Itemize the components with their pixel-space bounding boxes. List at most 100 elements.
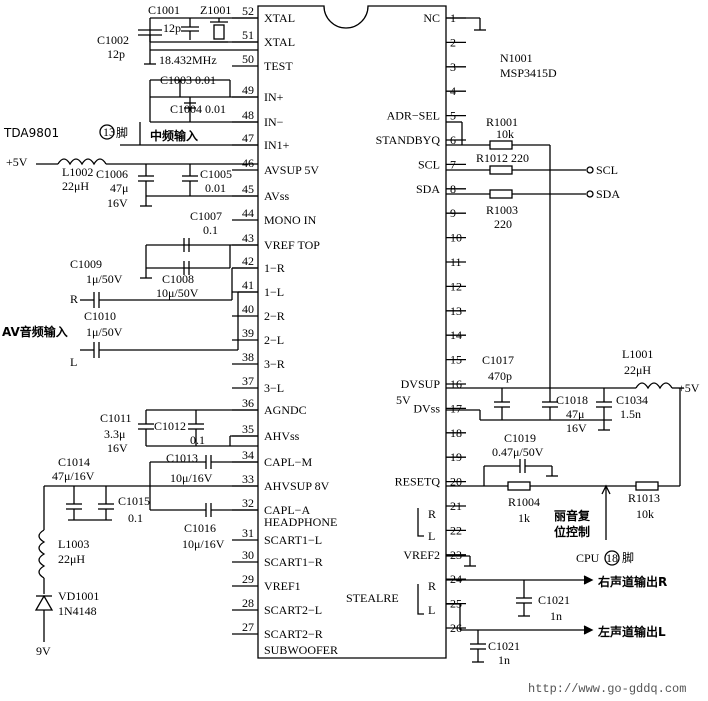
r1004 xyxy=(507,481,531,491)
left-pin-name: 1−R xyxy=(264,261,285,275)
c1019-ref: C1019 xyxy=(504,431,536,445)
left-pin-number: 28 xyxy=(242,596,254,610)
l1003-val: 22μH xyxy=(58,552,85,566)
nine-v: 9V xyxy=(36,644,51,658)
right-pin-name: ADR−SEL xyxy=(387,109,440,123)
right-pin-name: DVss xyxy=(413,401,440,415)
reset-ctrl-2: 位控制 xyxy=(554,524,590,539)
left-pin-number: 38 xyxy=(242,350,254,364)
left-pin-name: 2−R xyxy=(264,309,285,323)
l1003-ref: L1003 xyxy=(58,537,89,551)
vd1001-val: 1N4148 xyxy=(58,604,97,618)
cpu-pin: 18 xyxy=(606,551,618,565)
c1003-label: C1003 0.01 xyxy=(160,73,216,87)
c1014-val: 47μ/16V xyxy=(52,469,95,483)
left-pin-number: 47 xyxy=(242,131,254,145)
c1015-val: 0.1 xyxy=(128,511,143,525)
left-pin-number: 42 xyxy=(242,254,254,268)
plus5v-left: +5V xyxy=(6,155,28,169)
c1009-ref: C1009 xyxy=(70,257,102,271)
c1012-val: 0.1 xyxy=(190,433,205,447)
left-pin-number: 30 xyxy=(242,548,254,562)
left-pin-name: AVss xyxy=(264,189,289,203)
tda-pin-circle xyxy=(99,124,115,140)
right-pin-number: 2 xyxy=(450,35,456,49)
cpu-suffix: 脚 xyxy=(622,550,634,565)
av-input-label: AV音频输入 xyxy=(2,324,68,339)
sda-label: SDA xyxy=(596,187,620,201)
c1019-val: 0.47μ/50V xyxy=(492,445,544,459)
right-pin-number: 10 xyxy=(450,231,462,245)
r1012-label: R1012 220 xyxy=(476,151,529,165)
right-pin-number: 23 xyxy=(450,548,462,562)
c1002-ref: C1002 xyxy=(97,33,129,47)
left-pin-name: IN+ xyxy=(264,90,284,104)
c1018-ref: C1018 xyxy=(556,393,588,407)
left-pin-name: AGNDC xyxy=(264,403,307,417)
ic-body xyxy=(257,5,447,659)
left-pin-number: 50 xyxy=(242,52,254,66)
left-pin-number: 29 xyxy=(242,572,254,586)
left-pin-number: 45 xyxy=(242,182,254,196)
left-pin-number: 52 xyxy=(242,4,254,18)
right-pin-number: 15 xyxy=(450,353,462,367)
left-pin-name: MONO IN xyxy=(264,213,317,227)
r1003-val: 220 xyxy=(494,217,512,231)
c1017-ref: C1017 xyxy=(482,353,514,367)
left-pin-number: 49 xyxy=(242,83,254,97)
left-pin-name: CAPL−A xyxy=(264,503,310,517)
right-pin-name: VREF2 xyxy=(403,548,440,562)
l1001-ref: L1001 xyxy=(622,347,653,361)
capl-circuit xyxy=(34,455,258,642)
left-pin-number: 46 xyxy=(242,156,254,170)
r1013 xyxy=(635,481,659,491)
plus5v-right: +5V xyxy=(678,381,700,395)
if-input-label: 中频输入 xyxy=(150,128,198,143)
left-pin-number: 39 xyxy=(242,326,254,340)
right-pin-number: 12 xyxy=(450,279,462,293)
c1014-ref: C1014 xyxy=(58,455,90,469)
left-pin-number: 33 xyxy=(242,472,254,486)
l1002-val: 22μH xyxy=(62,179,89,193)
c1011-val1: 3.3μ xyxy=(104,427,125,441)
right-pin-number: 18 xyxy=(450,426,462,440)
tda-suffix: 脚 xyxy=(116,125,128,140)
right-pin-number: 17 xyxy=(450,401,462,415)
control-resistors xyxy=(446,121,594,392)
reset-ctrl-1: 丽音复 xyxy=(554,508,591,523)
c1009-val: 1μ/50V xyxy=(86,272,123,286)
r1012 xyxy=(489,165,513,175)
dvsup-filter xyxy=(446,382,684,431)
right-out-label: 右声道输出R xyxy=(597,574,667,589)
left-pin-name: 1−L xyxy=(264,285,284,299)
c1001-val: 12p xyxy=(163,21,181,35)
c1002-val: 12p xyxy=(107,47,125,61)
left-pin-name: 3−R xyxy=(264,357,285,371)
dvsup-volt: 5V xyxy=(396,393,411,407)
left-pin-name: IN1+ xyxy=(264,138,290,152)
pin22-l: L xyxy=(428,529,435,543)
av-r: R xyxy=(70,292,78,306)
c1018-val1: 47μ xyxy=(566,407,584,421)
c1021b-val: 1n xyxy=(498,653,510,667)
av-l: L xyxy=(70,355,77,369)
tda-label: TDA9801 xyxy=(3,126,59,140)
left-pin-name: AVSUP 5V xyxy=(264,163,319,177)
c1016-val: 10μ/16V xyxy=(182,537,225,551)
left-pin-number: 48 xyxy=(242,108,254,122)
scl-terminal xyxy=(586,166,594,174)
c1008-val: 10μ/50V xyxy=(156,286,199,300)
c1008-ref: C1008 xyxy=(162,272,194,286)
c1017-val: 470p xyxy=(488,369,512,383)
c1006-val1: 47μ xyxy=(110,181,128,195)
z1001-ref: Z1001 xyxy=(200,3,231,17)
right-pin-number: 21 xyxy=(450,499,462,513)
c1013-ref: C1013 xyxy=(166,451,198,465)
right-pin-number: 24 xyxy=(450,572,462,586)
r1004-ref: R1004 xyxy=(508,495,540,509)
right-pin-name: SDA xyxy=(416,182,440,196)
left-pin-name: TEST xyxy=(264,59,293,73)
